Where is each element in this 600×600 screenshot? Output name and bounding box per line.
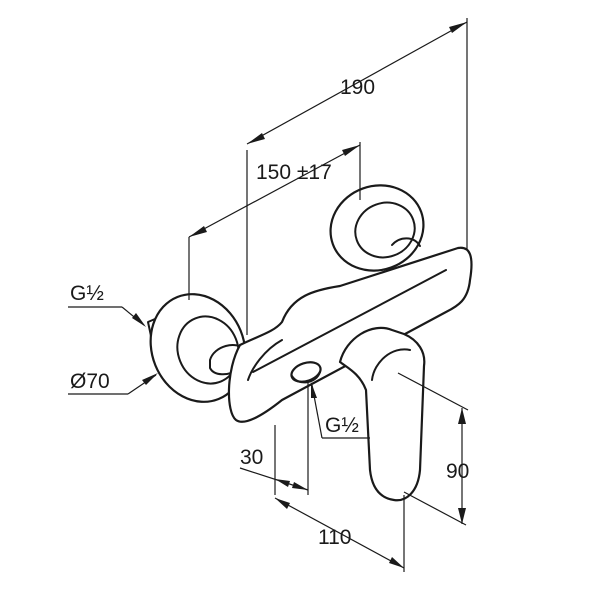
- dimension-110-label: 110: [318, 526, 351, 549]
- extension-lines: [188, 18, 469, 572]
- dimension-30: [239, 467, 309, 491]
- dimension-90-label: 90: [446, 460, 469, 483]
- diameter-leader: [68, 373, 158, 395]
- dimension-30-label: 30: [240, 446, 263, 469]
- outlet-hole: [290, 361, 322, 384]
- dimension-150-label: 150 ±17: [256, 161, 332, 184]
- dimension-90: [458, 408, 466, 524]
- dimension-190: [246, 21, 468, 145]
- inlet-thread-label: G½: [70, 282, 104, 305]
- diameter-label: Ø70: [70, 370, 110, 393]
- dimension-110: [274, 497, 405, 569]
- lever-handle: [338, 326, 426, 502]
- inlet-thread-leader: [68, 306, 146, 327]
- dimension-150: [188, 144, 361, 238]
- outlet-thread-leader: [311, 382, 370, 439]
- dimension-190-label: 190: [340, 76, 375, 99]
- back-rosette: [329, 184, 425, 272]
- outlet-thread-label: G½: [325, 414, 359, 437]
- mixer-body: [227, 246, 473, 423]
